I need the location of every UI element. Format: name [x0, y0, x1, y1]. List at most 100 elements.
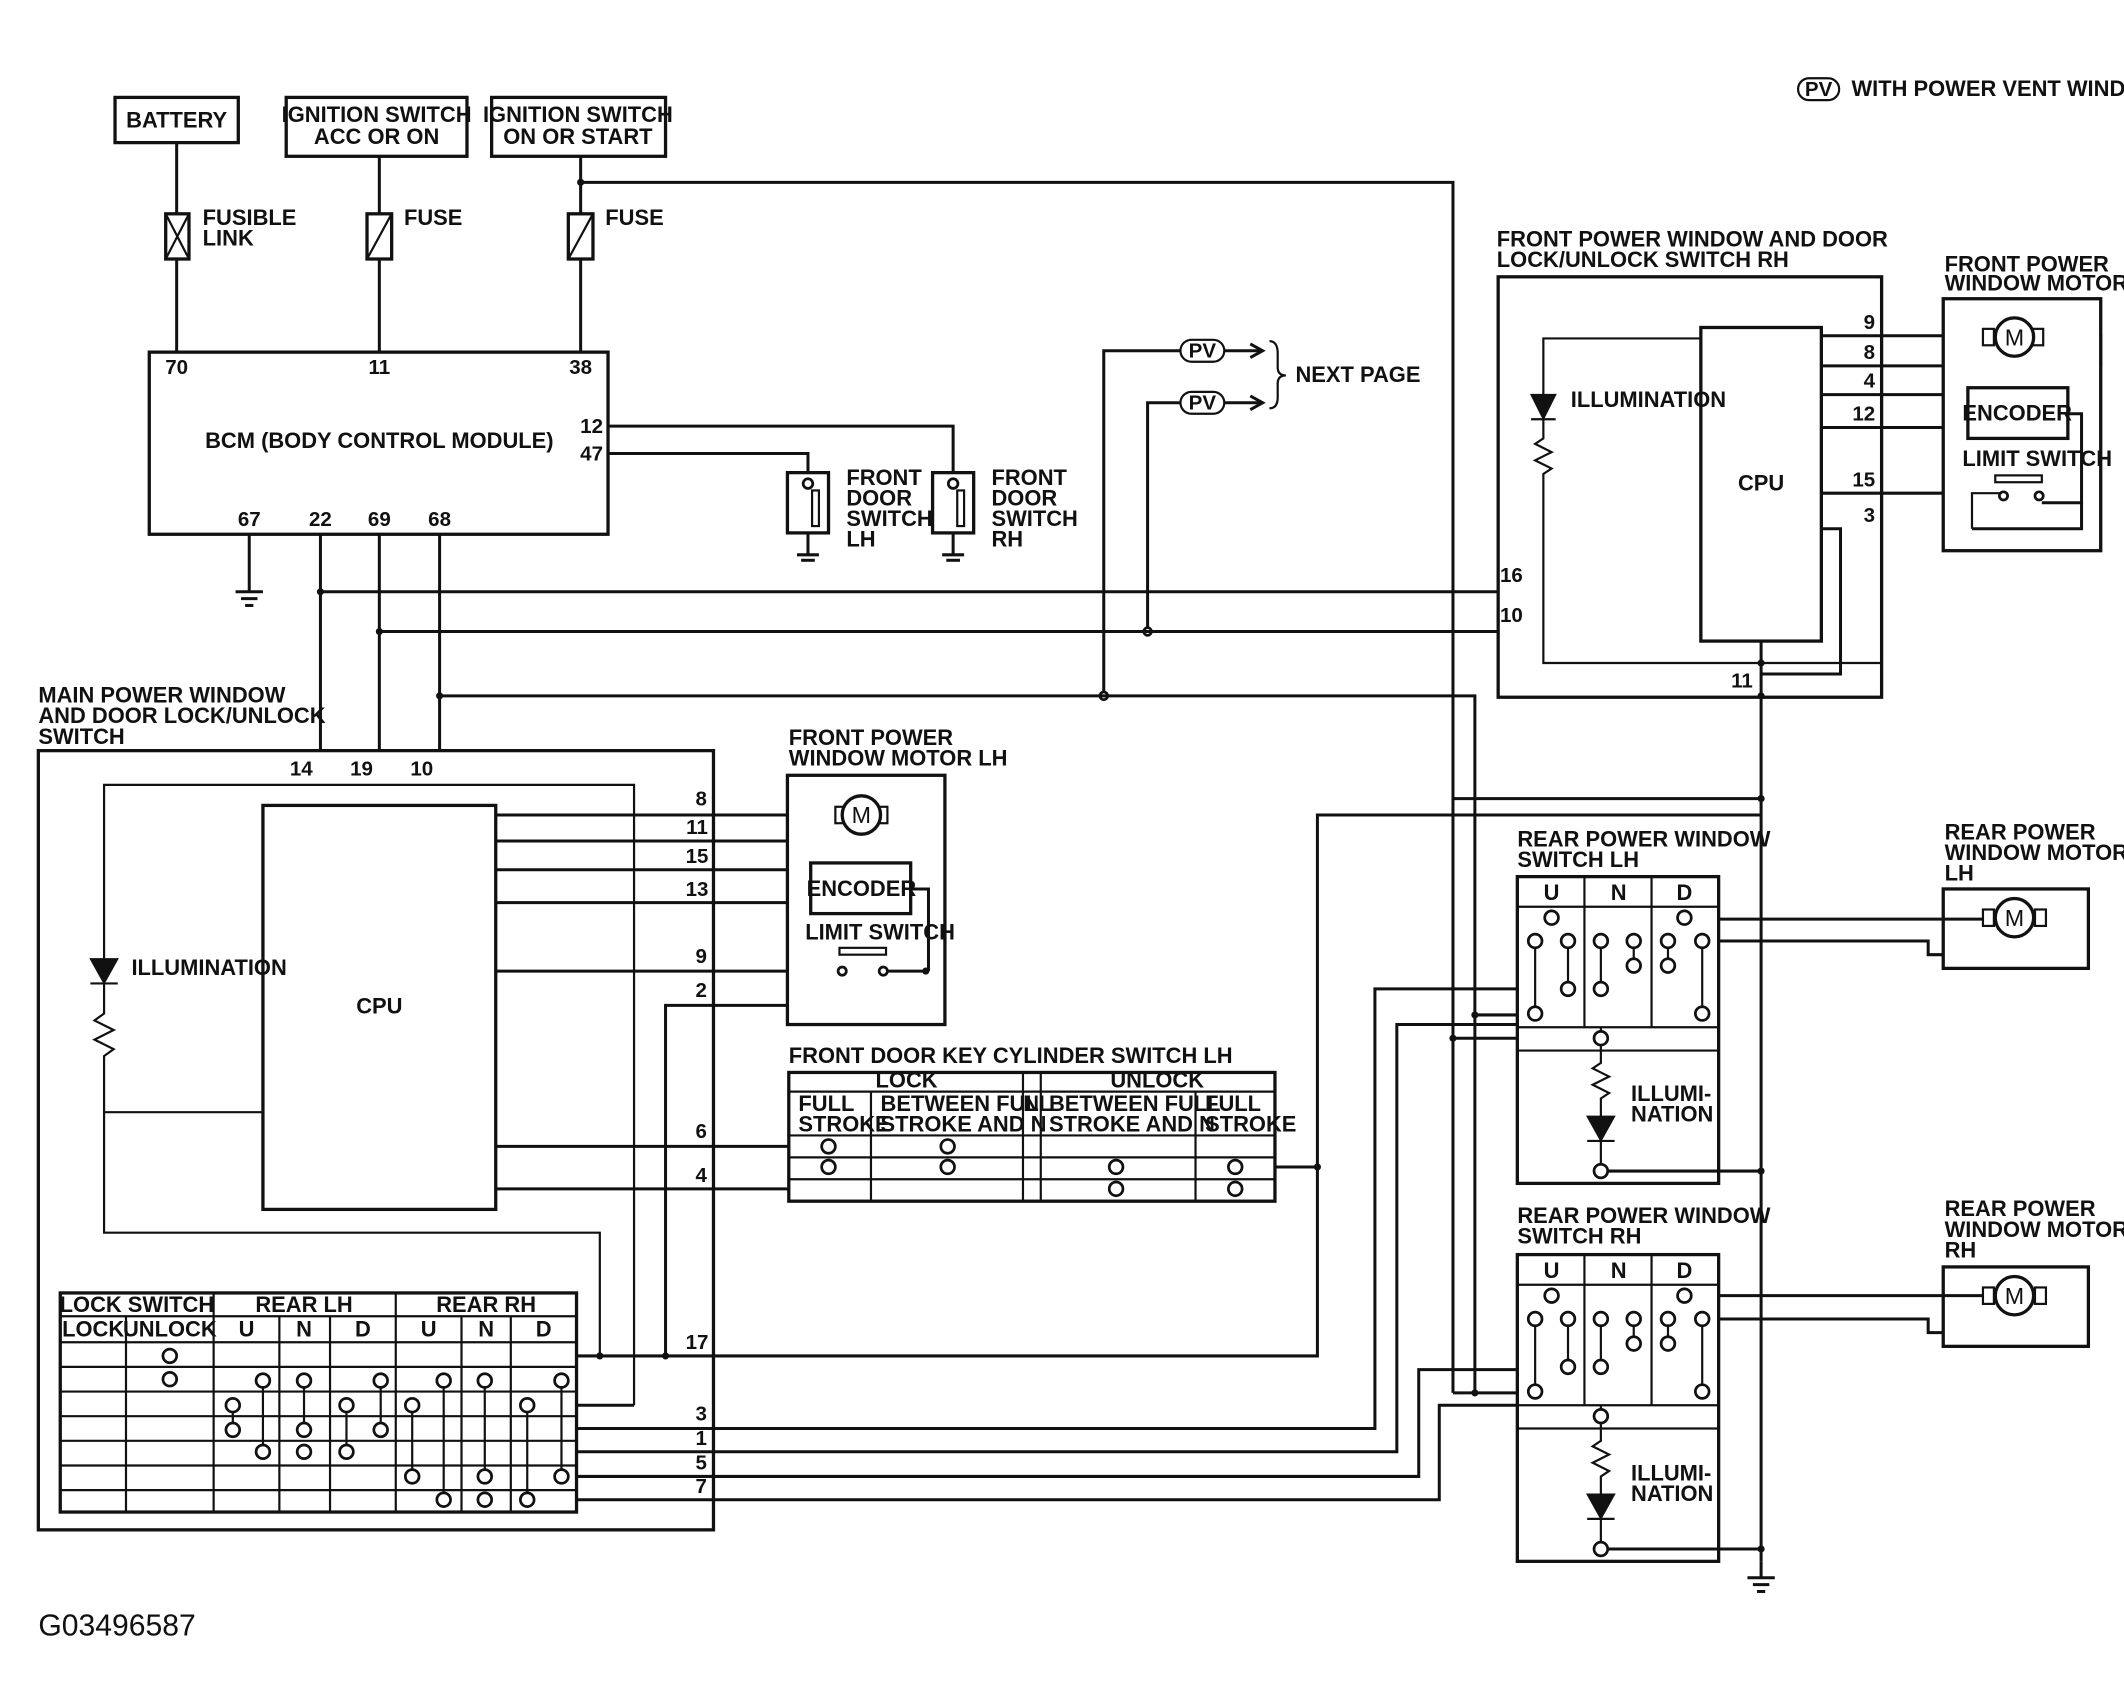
front-lh-motor: FRONT POWER WINDOW MOTOR LH M ENCODER LI…	[785, 725, 1008, 1027]
front-door-switch-lh: FRONT DOOR SWITCH LH	[785, 465, 933, 562]
front-lh-motor-m: M	[852, 802, 871, 828]
ignition-acc-label-1: IGNITION SWITCH	[282, 102, 472, 127]
battery-label: BATTERY	[126, 108, 227, 133]
rear-rh-motor-m: M	[2005, 1283, 2024, 1309]
main-pin-6: 6	[695, 1120, 706, 1143]
front-rh-switch-title-1: FRONT POWER WINDOW AND DOOR	[1497, 227, 1888, 252]
bcm-pin-38: 38	[569, 356, 592, 379]
pv-connector-2: PV	[1179, 390, 1266, 415]
main-pin-8: 8	[695, 787, 706, 810]
pv-connector-1: PV	[1179, 338, 1266, 363]
key-n-label: N	[1023, 1091, 1039, 1116]
rear-lh-n-col: N	[296, 1317, 312, 1342]
bcm-pin-12: 12	[580, 415, 603, 438]
bcm-pin-47: 47	[580, 442, 603, 465]
ground-icon	[235, 590, 263, 607]
rear-rh-n-col: N	[478, 1317, 494, 1342]
lock-switch-header: LOCK SWITCH	[60, 1292, 215, 1317]
rear-rh-motor: REAR POWER WINDOW MOTOR RH M	[1941, 1196, 2124, 1348]
door-rh-label-2: DOOR	[991, 486, 1057, 511]
front-rh-motor-title-1: FRONT POWER	[1945, 251, 2109, 276]
rear-rh-d: D	[1676, 1258, 1692, 1283]
key-between-unlock-2: STROKE AND N	[1049, 1111, 1215, 1136]
bcm-module: BCM (BODY CONTROL MODULE) 70 11 38 12 47…	[147, 350, 610, 536]
key-cylinder-switch: FRONT DOOR KEY CYLINDER SWITCH LH LOCK U…	[787, 1043, 1296, 1203]
front-rh-limit-label: LIMIT SWITCH	[1962, 446, 2112, 471]
fuse-start-label: FUSE	[605, 205, 663, 230]
key-cylinder-title: FRONT DOOR KEY CYLINDER SWITCH LH	[789, 1043, 1233, 1068]
fusible-label-1: FUSIBLE	[203, 205, 297, 230]
key-between-lock-1: BETWEEN FULL	[881, 1091, 1053, 1116]
next-page-label: NEXT PAGE	[1295, 362, 1420, 387]
main-pin-2: 2	[695, 979, 706, 1002]
key-full-lock-1: FULL	[798, 1091, 854, 1116]
rear-rh-n: N	[1611, 1258, 1627, 1283]
main-switch-title-2: AND DOOR LOCK/UNLOCK	[38, 703, 325, 728]
main-switch-title-3: SWITCH	[38, 724, 124, 749]
front-rh-pin-8: 8	[1864, 341, 1875, 364]
motor-icon	[840, 794, 883, 836]
door-lh-label-1: FRONT	[846, 465, 922, 490]
front-rh-pin-11: 11	[1731, 670, 1753, 693]
key-full-unlock-1: FULL	[1205, 1091, 1261, 1116]
front-rh-pin-4: 4	[1864, 370, 1876, 393]
main-pin-3: 3	[695, 1402, 706, 1425]
rear-rh-motor-title-3: RH	[1945, 1237, 1977, 1262]
main-pin-4: 4	[695, 1164, 707, 1187]
main-illumination-label: ILLUMINATION	[131, 955, 286, 980]
rear-lh-header: REAR LH	[255, 1292, 352, 1317]
lock-switch-table: LOCK SWITCH REAR LH REAR RH LOCK UNLOCK …	[58, 1291, 579, 1514]
main-pin-5: 5	[695, 1452, 706, 1475]
rear-lh-u: U	[1544, 880, 1560, 905]
ground-icon	[1747, 1561, 1775, 1593]
ground-icon	[797, 553, 819, 562]
rear-lh-motor: REAR POWER WINDOW MOTOR LH M	[1941, 820, 2124, 971]
rear-lh-u-col: U	[239, 1317, 255, 1342]
main-pin-9: 9	[695, 945, 706, 968]
door-rh-label-3: SWITCH	[991, 506, 1077, 531]
door-lh-label-3: SWITCH	[846, 506, 932, 531]
key-between-lock-2: STROKE AND N	[881, 1111, 1047, 1136]
main-pin-7: 7	[695, 1475, 706, 1498]
front-lh-encoder-label: ENCODER	[807, 876, 917, 901]
main-switch-title-1: MAIN POWER WINDOW	[38, 683, 285, 708]
ignition-start-box: IGNITION SWITCH ON OR START	[483, 95, 673, 158]
rear-rh-title-2: SWITCH RH	[1517, 1224, 1641, 1249]
bcm-pin-22: 22	[309, 508, 332, 531]
bcm-label: BCM (BODY CONTROL MODULE)	[205, 428, 553, 453]
door-lh-label-2: DOOR	[846, 486, 912, 511]
front-lh-motor-title-2: WINDOW MOTOR LH	[789, 746, 1008, 771]
main-pin-15: 15	[686, 845, 709, 868]
pv-label-1: PV	[1189, 340, 1217, 363]
rear-lh-illum-2: NATION	[1631, 1102, 1713, 1127]
motor-icon	[1993, 896, 2036, 939]
rear-rh-illum-1: ILLUMI-	[1631, 1461, 1711, 1486]
main-pin-17: 17	[686, 1331, 709, 1354]
rear-rh-d-col: D	[536, 1317, 552, 1342]
rear-lh-motor-m: M	[2005, 905, 2024, 931]
front-rh-pin-10: 10	[1500, 604, 1523, 627]
main-pin-1: 1	[695, 1427, 706, 1450]
rear-lh-d-col: D	[355, 1317, 371, 1342]
bcm-pin-70: 70	[165, 356, 188, 379]
bcm-pin-68: 68	[428, 508, 451, 531]
main-pin-11: 11	[686, 816, 708, 839]
front-rh-encoder-label: ENCODER	[1962, 401, 2072, 426]
key-lock-label: LOCK	[876, 1068, 938, 1093]
ignition-start-label-1: IGNITION SWITCH	[483, 102, 673, 127]
rear-lh-switch: REAR POWER WINDOW SWITCH LH U N D ILLUMI…	[1515, 827, 1771, 1186]
fusible-label-2: LINK	[203, 225, 254, 250]
fusible-link: FUSIBLE LINK	[164, 205, 297, 261]
fuse-acc-label: FUSE	[404, 205, 462, 230]
front-lh-limit-label: LIMIT SWITCH	[805, 920, 955, 945]
rear-lh-illum-1: ILLUMI-	[1631, 1081, 1711, 1106]
door-lh-label-4: LH	[846, 527, 875, 552]
front-rh-switch-title-2: LOCK/UNLOCK SWITCH RH	[1497, 247, 1789, 272]
ground-icon	[942, 553, 965, 562]
ignition-acc-label-2: ACC OR ON	[314, 124, 439, 149]
rear-rh-title-1: REAR POWER WINDOW	[1517, 1203, 1770, 1228]
rear-lh-n: N	[1611, 880, 1627, 905]
bcm-pin-69: 69	[368, 508, 391, 531]
